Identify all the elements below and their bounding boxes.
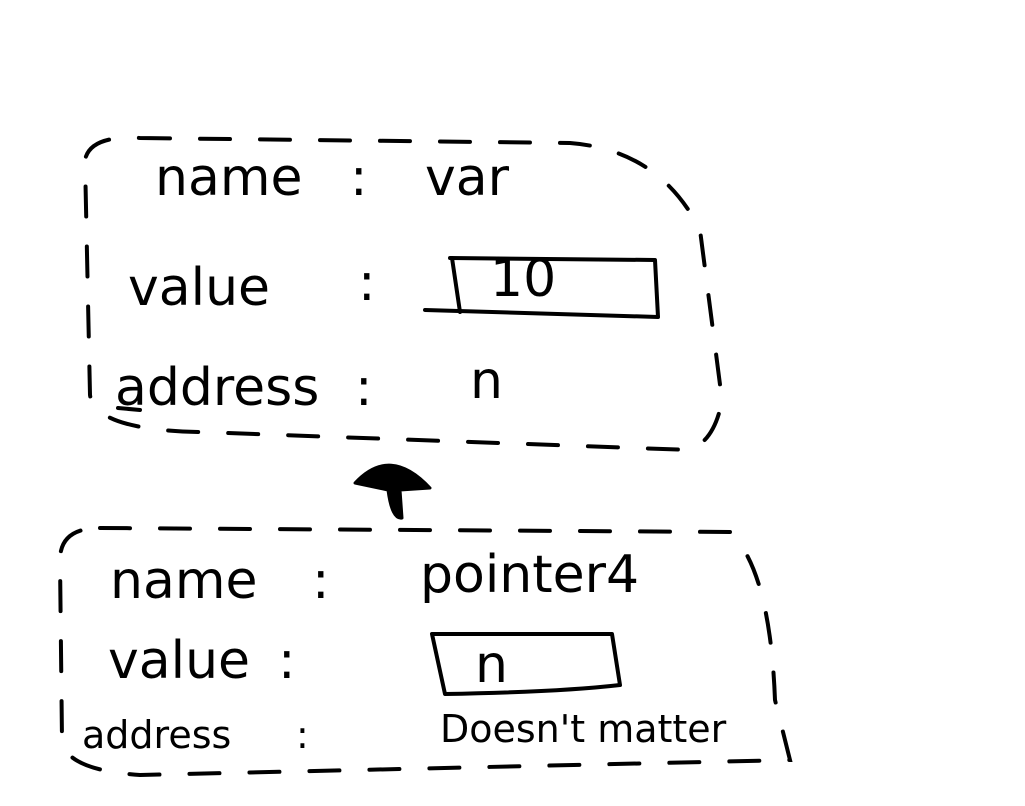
variable-value-box (423, 256, 660, 319)
variable-value-label: value (128, 258, 270, 318)
pointer-value-label: value (108, 631, 250, 691)
arrow-head (353, 463, 432, 520)
variable-address-value: n (470, 351, 503, 411)
variable-address-label: address (115, 358, 319, 418)
variable-name-separator: : (350, 148, 368, 208)
variable-block-border (82, 135, 725, 453)
pointer-address-value: Doesn't matter (440, 707, 727, 751)
variable-name-value: var (425, 148, 510, 208)
pointer-address-separator: : (296, 713, 309, 757)
pointer-value-separator: : (278, 631, 296, 691)
pointer-name-value: pointer4 (420, 545, 639, 605)
pointer-name-separator: : (312, 551, 330, 611)
pointer-arrow (353, 463, 432, 520)
pointer-value-box (430, 632, 622, 696)
variable-value-value: 10 (490, 249, 556, 309)
variable-address-separator: : (355, 358, 373, 418)
pointer-block-border (57, 525, 793, 778)
variable-value-separator: : (358, 253, 376, 313)
variable-name-label: name (155, 148, 302, 208)
pointer-name-label: name (110, 551, 257, 611)
pointer-address-label: address (82, 713, 231, 757)
variable-block: name : var value : 10 address : n (82, 135, 725, 453)
variable-value-box-left-edge (450, 256, 462, 314)
pointer-value-value: n (475, 635, 508, 695)
variable-address-underline (116, 406, 142, 412)
pointer-block: name : pointer4 value : n address : Does… (57, 525, 793, 778)
